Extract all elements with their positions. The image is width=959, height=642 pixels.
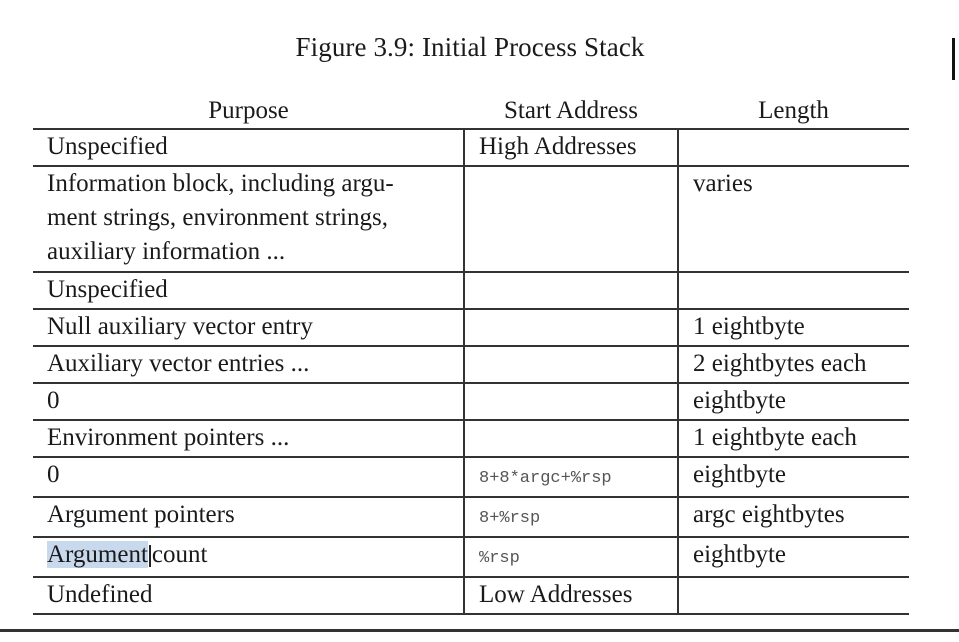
start-address-cell	[463, 383, 679, 421]
start-address-cell	[463, 272, 679, 310]
purpose-cell: Unspecified	[33, 129, 464, 167]
start-address-cell: 8+8*argc+%rsp	[463, 457, 679, 498]
table-header-row: Purpose Start Address Length	[33, 92, 909, 130]
process-stack-table: Purpose Start Address Length Unspecified…	[33, 92, 909, 615]
table-row: Information block, including argu- ment …	[33, 166, 909, 273]
length-cell: 1 eightbyte	[678, 309, 909, 347]
start-address-cell	[463, 166, 679, 273]
length-cell	[678, 577, 909, 615]
purpose-cell: Undefined	[33, 577, 464, 615]
start-address-cell	[463, 309, 679, 347]
table-row: Environment pointers ... 1 eightbyte eac…	[33, 420, 909, 458]
figure-caption: Figure 3.9: Initial Process Stack	[295, 32, 645, 62]
table-row: Unspecified High Addresses	[33, 129, 909, 167]
purpose-cell: Information block, including argu- ment …	[33, 166, 464, 273]
table-row: Null auxiliary vector entry 1 eightbyte	[33, 309, 909, 347]
header-length: Length	[678, 92, 909, 130]
start-address-cell: High Addresses	[463, 129, 679, 167]
start-address-cell: Low Addresses	[463, 577, 679, 615]
header-purpose: Purpose	[33, 92, 464, 130]
start-address-code: %rsp	[479, 549, 520, 568]
text-cursor-icon	[148, 545, 151, 568]
length-cell: 1 eightbyte each	[678, 420, 909, 458]
purpose-cell: Auxiliary vector entries ...	[33, 346, 464, 384]
purpose-cell: 0	[33, 383, 464, 421]
start-address-code: 8+%rsp	[479, 509, 541, 528]
header-start-address: Start Address	[464, 92, 678, 130]
table-row: Auxiliary vector entries ... 2 eightbyte…	[33, 346, 909, 384]
purpose-cell: Unspecified	[33, 272, 464, 310]
table-row: Undefined Low Addresses	[33, 577, 909, 615]
length-cell: varies	[678, 166, 909, 273]
start-address-cell: %rsp	[463, 537, 679, 578]
start-address-cell	[463, 420, 679, 458]
table-row: Unspecified	[33, 272, 909, 310]
length-cell: 2 eightbytes each	[678, 346, 909, 384]
table-row: 0 eightbyte	[33, 383, 909, 421]
start-address-code: 8+8*argc+%rsp	[479, 469, 612, 488]
purpose-text-rest[interactable]: count	[151, 541, 208, 568]
length-cell: eightbyte	[678, 457, 909, 498]
purpose-cell: 0	[33, 457, 464, 498]
table-row: Argument pointers 8+%rsp argc eightbytes	[33, 497, 909, 538]
scroll-indicator[interactable]	[952, 38, 955, 80]
length-cell: eightbyte	[678, 383, 909, 421]
start-address-cell	[463, 346, 679, 384]
purpose-cell: Environment pointers ...	[33, 420, 464, 458]
purpose-cell: Argument pointers	[33, 497, 464, 538]
page-divider	[0, 629, 959, 632]
purpose-cell: Null auxiliary vector entry	[33, 309, 464, 347]
table-row: 0 8+8*argc+%rsp eightbyte	[33, 457, 909, 498]
length-cell: eightbyte	[678, 537, 909, 578]
selected-text[interactable]: Argument	[47, 541, 148, 568]
length-cell: argc eightbytes	[678, 497, 909, 538]
length-cell	[678, 129, 909, 167]
length-cell	[678, 272, 909, 310]
start-address-cell: 8+%rsp	[463, 497, 679, 538]
